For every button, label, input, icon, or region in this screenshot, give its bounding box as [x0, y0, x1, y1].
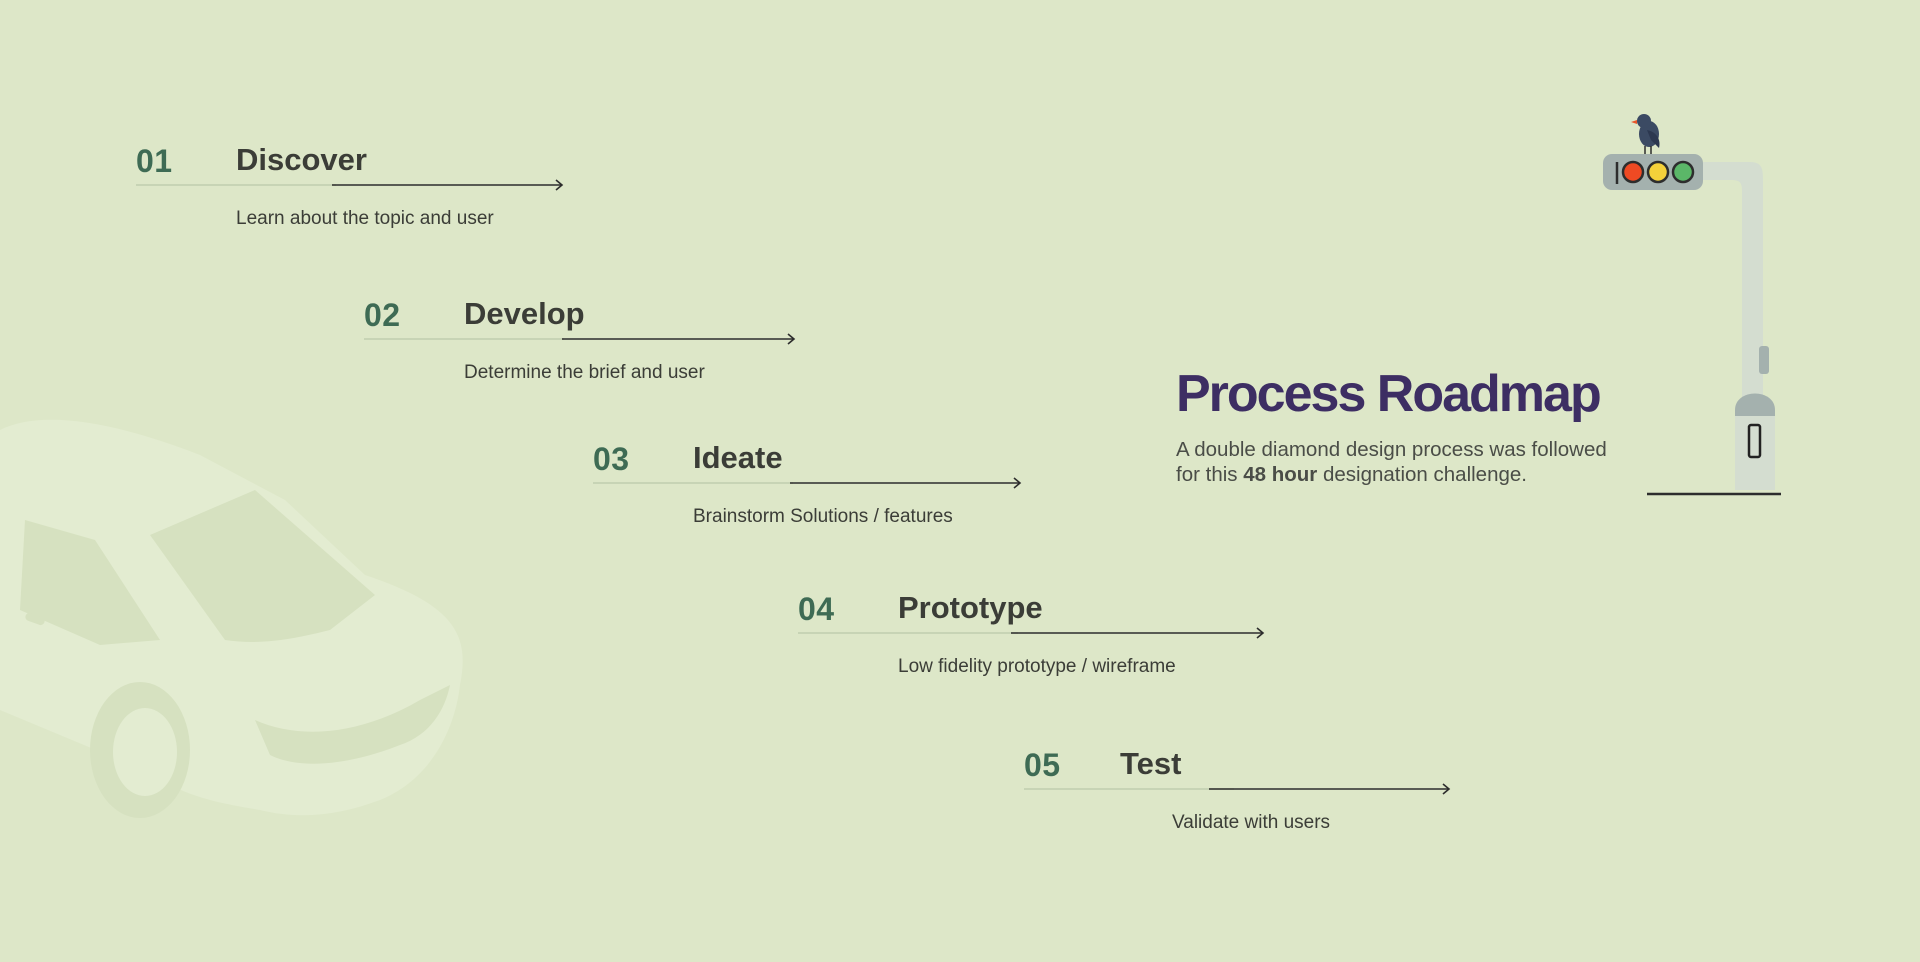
signal-yellow-light	[1646, 160, 1670, 184]
step-description: Brainstorm Solutions / features	[693, 506, 953, 527]
step-title: Prototype	[898, 590, 1043, 625]
step-title: Ideate	[693, 440, 783, 475]
car-hood-crease	[255, 685, 450, 764]
step-title: Develop	[464, 296, 585, 331]
arrow-right-icon	[790, 477, 1022, 489]
description-bold-duration: 48 hour	[1243, 462, 1318, 486]
step-underline	[364, 338, 564, 340]
step-number: 01	[136, 143, 173, 179]
step-description: Determine the brief and user	[464, 362, 705, 383]
step-number: 04	[798, 591, 835, 627]
car-door-handle	[25, 612, 45, 626]
car-illustration	[0, 419, 463, 818]
page-title: Process Roadmap	[1176, 365, 1602, 423]
bird-icon	[1631, 114, 1660, 154]
step-description: Learn about the topic and user	[236, 208, 494, 229]
pole-base-cap	[1735, 393, 1775, 416]
step-number: 02	[364, 297, 401, 333]
signal-red-light	[1621, 160, 1645, 184]
car-windshield	[150, 490, 375, 642]
step-underline	[136, 184, 336, 186]
step-description: Validate with users	[1172, 812, 1331, 833]
description-line-2-start: for this	[1176, 462, 1244, 486]
page-description: A double diamond design process was foll…	[1176, 438, 1607, 487]
step-description: Low fidelity prototype / wireframe	[898, 656, 1176, 677]
step-number: 03	[593, 441, 630, 477]
car-side-window	[20, 520, 160, 645]
step-title: Discover	[236, 142, 367, 177]
pole-base	[1735, 416, 1775, 490]
description-line-1: A double diamond design process was foll…	[1176, 438, 1607, 461]
step-underline	[1024, 788, 1234, 790]
traffic-light-illustration	[1603, 114, 1781, 496]
step-underline	[798, 632, 1018, 634]
arrow-right-icon	[1209, 783, 1451, 795]
step-underline	[593, 482, 793, 484]
description-line-2-end: designation challenge.	[1317, 462, 1527, 486]
arrow-right-icon	[1011, 627, 1265, 639]
pole-button-box	[1759, 346, 1769, 374]
arrow-right-icon	[562, 333, 796, 345]
arrow-right-icon	[332, 179, 564, 191]
signal-green-light	[1671, 160, 1695, 184]
car-front-wheel-hub	[113, 708, 177, 796]
step-title: Test	[1120, 746, 1182, 781]
pole-panel	[1747, 423, 1762, 459]
step-number: 05	[1024, 747, 1061, 783]
